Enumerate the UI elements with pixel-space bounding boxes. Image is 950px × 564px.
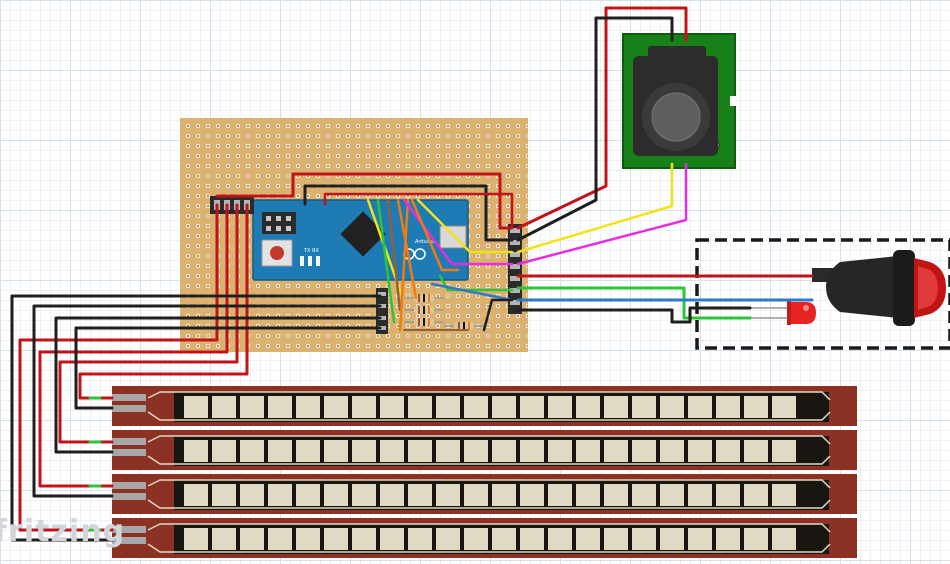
- wire-orange[interactable]: [396, 198, 418, 300]
- wire-green[interactable]: [376, 198, 396, 324]
- wire-black[interactable]: [516, 306, 752, 324]
- wire-black[interactable]: [516, 16, 674, 242]
- wire-black[interactable]: [74, 326, 382, 410]
- reset-button[interactable]: [261, 239, 293, 267]
- resistor[interactable]: [404, 294, 444, 302]
- resistor[interactable]: [404, 306, 444, 314]
- icsp-header: [262, 212, 296, 234]
- wire-red[interactable]: [323, 192, 514, 230]
- wire-green[interactable]: [516, 286, 752, 320]
- wire-yellow[interactable]: [516, 162, 674, 254]
- arduino-micro[interactable]: TX RX Arduino: [252, 199, 469, 281]
- wire-yellow[interactable]: [416, 198, 514, 254]
- wire-red[interactable]: [215, 172, 514, 230]
- flex-sensor[interactable]: [112, 474, 857, 514]
- microcontroller-chip: [340, 211, 386, 257]
- wire-black[interactable]: [303, 184, 514, 242]
- wires: [10, 6, 814, 542]
- wire-orange[interactable]: [398, 198, 410, 332]
- status-leds: [300, 256, 320, 266]
- header-middle: [376, 288, 388, 334]
- flex-sensor[interactable]: [112, 430, 857, 470]
- wire-black[interactable]: [32, 304, 382, 498]
- resistor[interactable]: [404, 318, 444, 326]
- wire-red[interactable]: [516, 6, 688, 230]
- wire-black[interactable]: [10, 294, 382, 542]
- push-button-area: [695, 238, 950, 350]
- flex-sensor[interactable]: [112, 386, 857, 426]
- thumb-joystick[interactable]: [622, 33, 736, 169]
- header-right: [508, 224, 522, 314]
- tx-rx-label: TX RX: [303, 248, 320, 254]
- red-led[interactable]: [750, 301, 816, 325]
- wire-red[interactable]: [58, 203, 239, 444]
- flex-sensor[interactable]: [112, 518, 857, 558]
- fritzing-watermark: fritzing: [0, 514, 126, 549]
- wire-black[interactable]: [54, 316, 382, 454]
- wire-blue[interactable]: [430, 282, 514, 302]
- wire-brown[interactable]: [386, 198, 402, 312]
- wire-black[interactable]: [482, 298, 514, 332]
- red-push-button[interactable]: [812, 250, 946, 326]
- wire-orange[interactable]: [410, 198, 460, 272]
- resistor[interactable]: [444, 322, 484, 330]
- wire-green[interactable]: [438, 274, 514, 292]
- wire-red[interactable]: [38, 203, 229, 488]
- wire-magenta[interactable]: [516, 162, 688, 266]
- board-model-label: Arduino: [415, 239, 434, 245]
- resistors: [404, 294, 484, 330]
